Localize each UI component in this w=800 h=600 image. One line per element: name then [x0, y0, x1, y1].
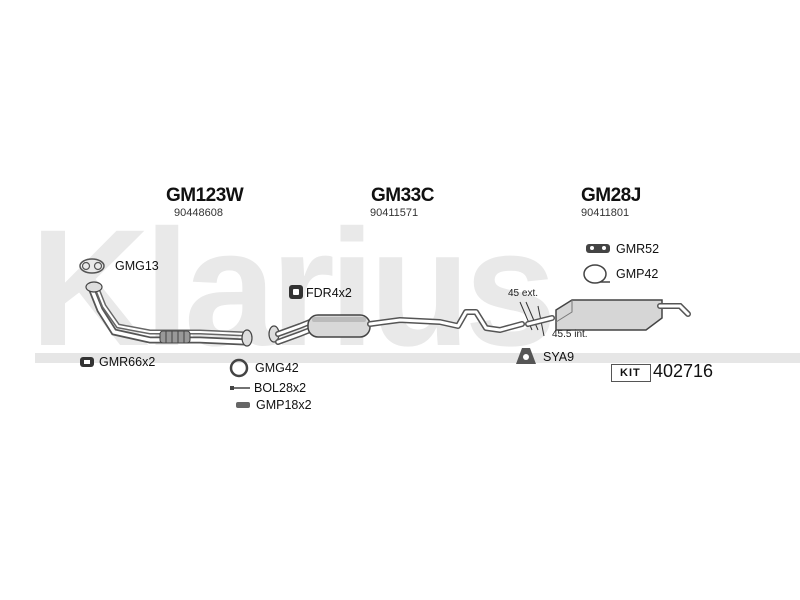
rear-silencer-part [525, 299, 691, 331]
note-internal-diameter: 45.5 int. [552, 329, 588, 340]
section-code-centre-section: GM33C [371, 185, 434, 206]
ring-gasket-icon [229, 358, 249, 378]
part-label-gmg42: GMG42 [255, 361, 299, 375]
part-label-bol28: BOL28x2 [254, 381, 307, 395]
part-label-fdr4: FDR4x2 [306, 286, 352, 300]
clamp-icon [236, 402, 250, 408]
note-external-diameter: 45 ext. [508, 288, 539, 299]
mounting-bracket-icon [516, 348, 536, 364]
part-label-gmr52: GMR52 [616, 242, 660, 256]
section-oe-rear-silencer: 90411801 [581, 207, 630, 219]
part-label-sya9: SYA9 [543, 350, 575, 364]
clamp-ring-icon [583, 264, 610, 284]
part-label-gmg13: GMG13 [115, 259, 159, 273]
section-code-rear-silencer: GM28J [581, 185, 641, 206]
front-pipe-part [85, 281, 253, 347]
centre-section-part [268, 309, 525, 345]
part-label-gmp18: GMP18x2 [256, 398, 312, 412]
part-label-gmr66: GMR66x2 [99, 355, 156, 369]
rubber-ring-icon [80, 357, 94, 367]
section-oe-centre-section: 90411571 [370, 207, 419, 219]
rubber-hanger-icon [586, 244, 610, 253]
section-code-front-pipe: GM123W [166, 185, 244, 206]
gasket-icon [79, 258, 105, 274]
ground-band [35, 353, 800, 363]
part-label-gmp42: GMP42 [616, 267, 659, 281]
kit-label: KIT [620, 367, 641, 379]
rubber-mount-icon [289, 285, 303, 299]
kit-number: 402716 [653, 361, 714, 381]
kit-label-box: KIT [611, 364, 651, 382]
section-oe-front-pipe: 90448608 [174, 207, 223, 219]
bolt-icon [230, 386, 250, 390]
